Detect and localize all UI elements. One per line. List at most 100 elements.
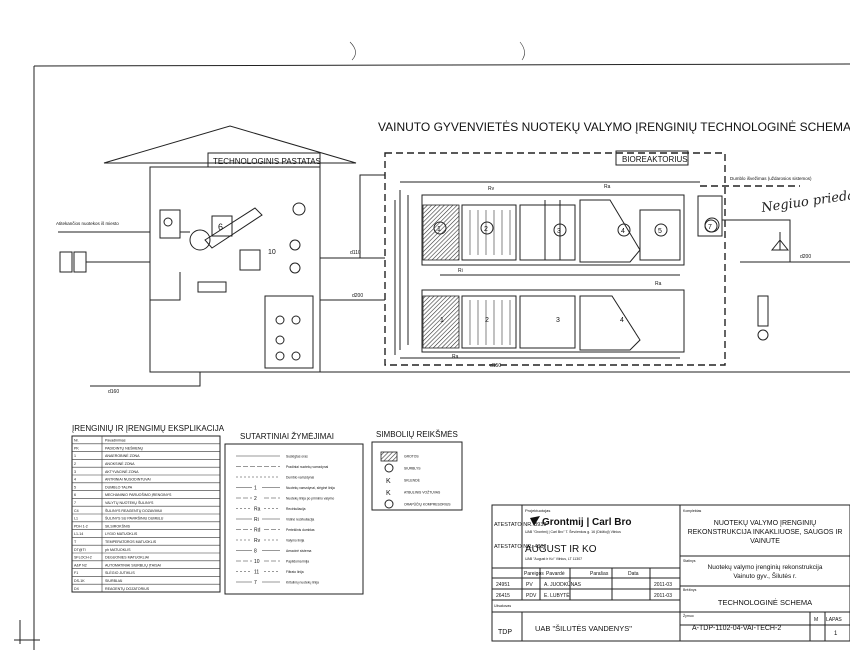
drawing-code: A-TDP-1102-04-VAI-TECH-2 [692, 625, 781, 632]
anaerobic-media [422, 295, 460, 349]
sheet-label: LAPAS [826, 617, 842, 623]
zone-number: 2 [484, 226, 488, 233]
scale-label: M [814, 617, 818, 623]
zone-number: 1 [440, 317, 444, 324]
drawing-label: Brėžinys [683, 588, 697, 592]
table-cell-name: SIURBLIAI [105, 579, 122, 583]
zone-number: 5 [658, 228, 662, 235]
company-2-address: UAB "August ir Ko" Vilnius, LT 11307 [525, 557, 582, 561]
table-cell-code: 2 [74, 462, 76, 466]
symbol-text: Perteklinis dumblas [286, 528, 315, 532]
blower-room [264, 295, 314, 369]
unit-7 [697, 195, 723, 237]
table-cell-name: ph MATUOKLIS [105, 548, 131, 552]
scan-mark [519, 41, 525, 61]
symbol-text: Nuotekų vamzdynai, slėginė linija [286, 486, 335, 490]
drawing-title: VAINUTO GYVENVIETĖS NUOTEKŲ VALYMO ĮRENG… [378, 120, 850, 134]
screen-unit [159, 209, 181, 239]
zone-number: 4 [620, 317, 624, 324]
meanings-box [371, 441, 463, 511]
role-header: Pareigos [524, 571, 544, 577]
svg-text:Ra: Ra [452, 354, 459, 360]
technological-building: TECHNOLOGINIS PASTATAS Atitekančios nuot… [56, 125, 357, 373]
table-cell-code: 1 [74, 454, 76, 458]
meanings-header: SIMBOLIŲ REIKŠMĖS [376, 430, 458, 439]
table-cell-code: Nr. [74, 439, 79, 443]
symbols-header: SUTARTINIAI ŽYMĖJIMAI [240, 432, 334, 441]
table-cell-name: SLĖGIO JUTIKLIS [105, 570, 135, 575]
code-label: Žymuo [683, 613, 694, 618]
symbols-box [224, 443, 364, 595]
tdp-stage: TDP [498, 629, 512, 636]
zone-number: 4 [621, 228, 625, 235]
pipe-label: d150 [490, 363, 501, 369]
svg-text:6: 6 [218, 222, 223, 232]
svg-text:Ra: Ra [655, 281, 662, 287]
symbol-code: Ra [254, 507, 261, 513]
pump-symbol [189, 229, 211, 251]
table-cell-name: ANAEROBINĖ ZONA [105, 453, 140, 458]
symbol-code: Ri [254, 517, 259, 523]
screen-icon [380, 451, 398, 462]
equipment-header: ĮRENGINIŲ IR ĮRENGIMŲ EKSPLIKACIJA [72, 424, 225, 433]
svg-text:Ri: Ri [458, 268, 463, 274]
designer-label: Projektuotojas [525, 508, 550, 513]
table-cell-code: SFLOCH-2 [74, 556, 92, 560]
meaning-text: ATBULINIS VOŽTUVAS [404, 490, 441, 495]
symbol-text: Suslėgtas oras [286, 455, 308, 459]
person-number: 26415 [496, 593, 510, 599]
project-label: Komplektas [683, 509, 702, 513]
table-cell-code: 6 [74, 493, 76, 497]
table-cell-name: ŠULINYS REAGENTŲ DOZAVIMUI [105, 508, 162, 513]
person-role: PDV [526, 593, 537, 599]
pipe-line [90, 372, 201, 387]
role-header: Parašas [590, 571, 609, 577]
table-cell-code: DX [74, 587, 80, 591]
svg-text:Rv: Rv [488, 186, 495, 192]
pipe-label: d200 [352, 293, 363, 299]
meaning-text: ORAPŪČIŲ KOMPRESORIUS [404, 502, 451, 507]
pump-icon [384, 499, 394, 509]
svg-text:10: 10 [268, 249, 276, 256]
table-cell-name: ANTRINIAI NUSODINTUVAI [105, 478, 151, 482]
sheet-corner-mark [14, 620, 40, 644]
table-cell-name: ŠULINYS SU PAVIRŠINIU DUMBLU [105, 516, 164, 521]
table-cell-name: PADIDINTŲ NEŠMENŲ [105, 445, 143, 450]
table-cell-code: F1 [74, 571, 78, 575]
table-cell-name: DEGUONIES MATUOKLIAI [105, 556, 149, 560]
symbol-text: Dumblo vamzdynai [286, 476, 314, 480]
zone-number: 7 [708, 224, 712, 231]
symbol-text: Pradiniai nuotekų vamzdynai [286, 465, 328, 469]
meaning-text: SIURBLYS [404, 467, 421, 471]
object-label: Statinys [683, 559, 696, 563]
screw-conveyor [204, 207, 263, 249]
table-cell-name: LYGIO MATUOKLIS [105, 532, 138, 536]
scan-mark [349, 41, 356, 61]
unit-6 [211, 215, 233, 237]
role-header: Pavardė [546, 571, 565, 577]
zone-number: 3 [556, 317, 560, 324]
symbol-code: 8 [254, 549, 257, 555]
person-role: PV [526, 582, 533, 588]
meaning-text: SKLENDĖ [404, 478, 421, 483]
bioreactor-label: BIOREAKTORIUS [622, 155, 688, 164]
symbol-text: Filtrato linija [286, 570, 304, 574]
symbol-text: Aeracinė sistema [286, 549, 311, 553]
table-cell-name: MECHANINIO PARUOŠIMO ĮRENGINYS [105, 492, 172, 497]
table-cell-name: AKTYVACINĖ ZONA [105, 469, 139, 474]
gauge-icon [292, 202, 306, 216]
anaerobic-media [422, 204, 460, 261]
table-cell-code: 4 [74, 478, 76, 482]
meaning-text: GROTOS [404, 455, 419, 459]
pump-icon [384, 463, 394, 473]
svg-text:Ra: Ra [604, 184, 611, 190]
table-cell-code: 3 [74, 470, 76, 474]
table-cell-name: DUMBLO TALPA [105, 485, 133, 489]
drawing-name: TECHNOLOGINĖ SCHEMA [718, 598, 812, 607]
atestato-1: ATESTATO NR. 3939 [494, 522, 546, 528]
company-2: AUGUST IR KO [525, 544, 597, 555]
role-header: Data [628, 571, 639, 577]
